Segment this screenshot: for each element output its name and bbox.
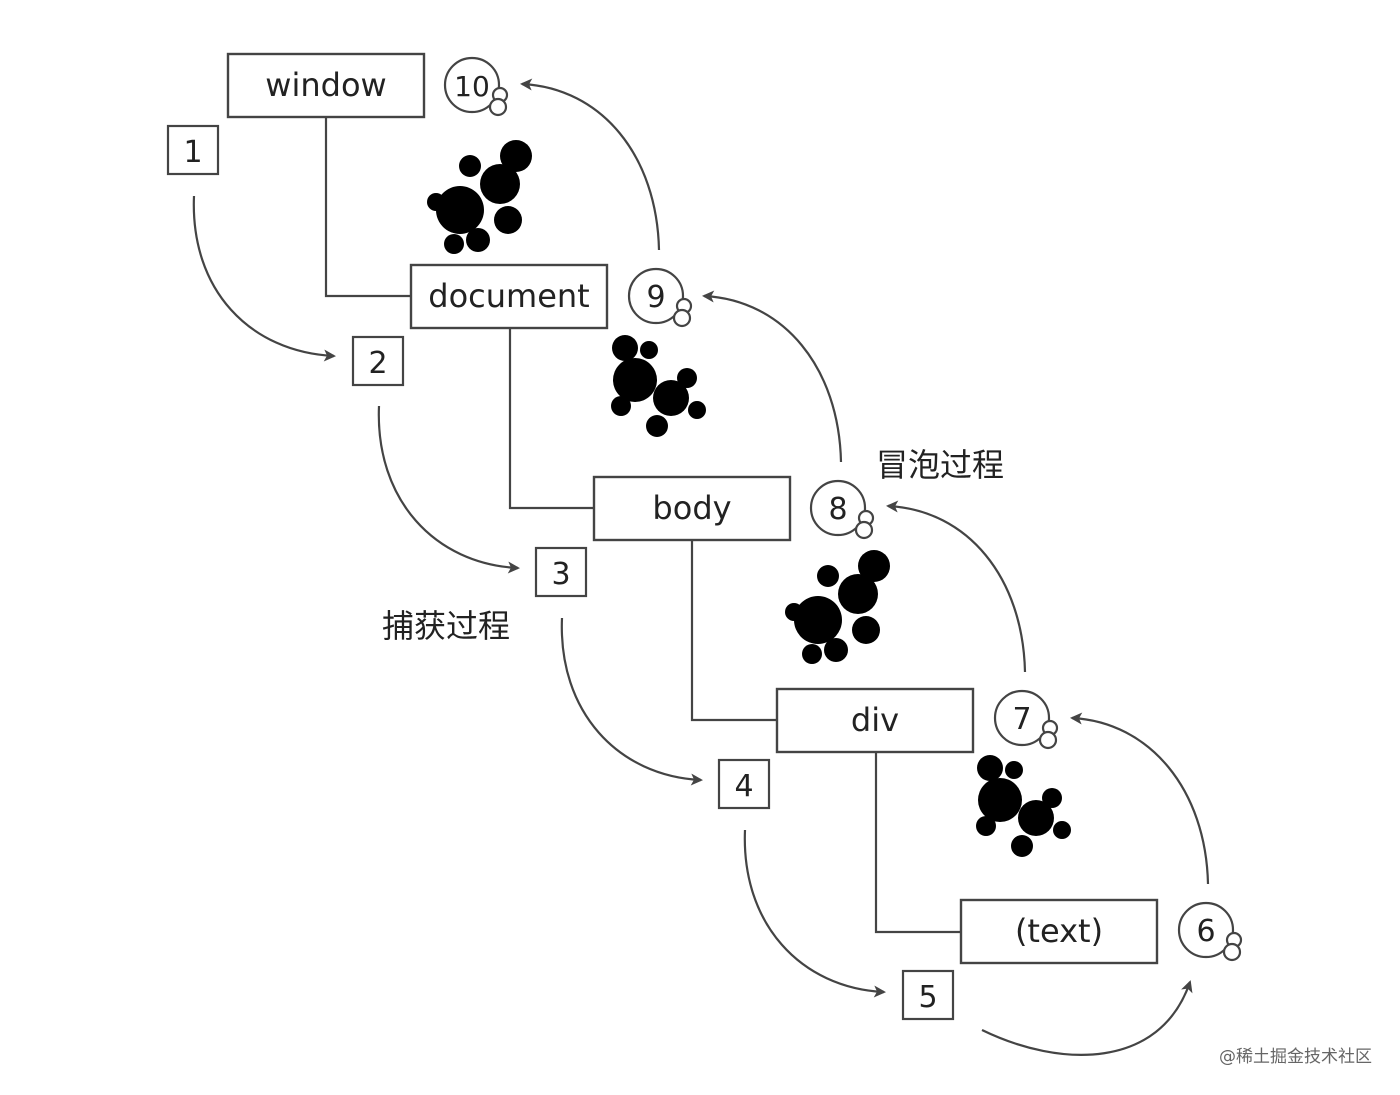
- step-number: 4: [734, 769, 753, 804]
- node-document: document: [409, 263, 609, 330]
- bubble-step-7: 7: [993, 689, 1059, 750]
- capture-arrows: [192, 195, 1193, 1056]
- step-number: 9: [646, 280, 665, 315]
- molecule-icon: [427, 140, 532, 254]
- node-label: body: [652, 489, 731, 527]
- bubble-step-6: 6: [1177, 901, 1243, 962]
- step-number: 10: [454, 70, 490, 103]
- step-number: 7: [1012, 702, 1031, 737]
- node-div: div: [775, 687, 975, 754]
- node-label: document: [428, 277, 589, 315]
- bubble-step-8: 8: [809, 479, 875, 540]
- capture-step-2: 2: [351, 335, 405, 387]
- capture-arrow-1-2: [192, 195, 336, 362]
- connector-document-body: [508, 329, 594, 510]
- node-body: body: [592, 475, 792, 542]
- bubble-step-9: 9: [627, 267, 693, 328]
- bubble-step-10: 10: [443, 56, 509, 117]
- step-number: 5: [918, 980, 937, 1015]
- node-label: div: [851, 701, 899, 739]
- capture-arrow-4-5: [743, 829, 886, 998]
- watermark: @稀土掘金技术社区: [1219, 1047, 1372, 1067]
- step-number: 3: [551, 557, 570, 592]
- tree-connectors: [324, 118, 961, 934]
- connector-body-div: [690, 541, 777, 722]
- capture-arrow-2-3: [377, 405, 520, 574]
- node-label: window: [265, 66, 386, 104]
- bubble-phase-label: 冒泡过程: [876, 446, 1004, 484]
- node-label: (text): [1015, 912, 1103, 950]
- molecule-icon: [785, 550, 890, 664]
- bubble-arrow-7-8: [886, 500, 1027, 673]
- connector-window-document: [324, 118, 411, 298]
- capture-step-5: 5: [901, 969, 955, 1021]
- molecule-icon: [976, 755, 1071, 857]
- capture-phase-label: 捕获过程: [382, 607, 510, 645]
- capture-step-1: 1: [166, 124, 220, 176]
- step-number: 1: [183, 135, 202, 170]
- step-number: 8: [828, 492, 847, 527]
- connector-div-text: [874, 753, 961, 934]
- step-number: 6: [1196, 914, 1215, 949]
- bubble-arrow-9-10: [520, 78, 661, 251]
- molecule-icon: [611, 335, 706, 437]
- bubble-arrow-8-9: [702, 290, 843, 463]
- capture-step-4: 4: [717, 758, 771, 810]
- capture-arrow-5-6: [981, 980, 1193, 1056]
- bubble-arrow-6-7: [1070, 712, 1210, 885]
- node-window: window: [226, 52, 426, 119]
- capture-step-3: 3: [534, 546, 588, 598]
- capture-arrow-3-4: [560, 617, 703, 786]
- node-text: (text): [959, 898, 1159, 965]
- step-number: 2: [368, 346, 387, 381]
- bubble-arrows: [520, 78, 1210, 885]
